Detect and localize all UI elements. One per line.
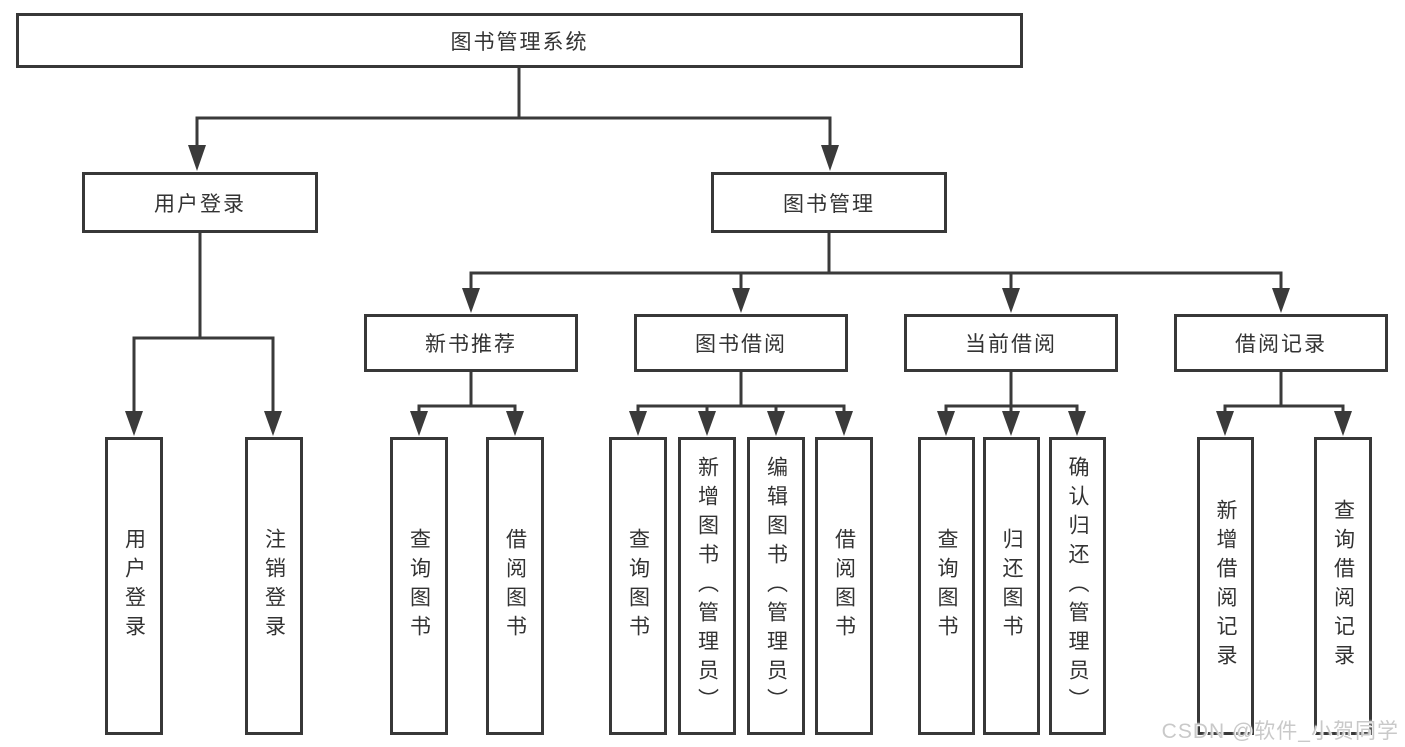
node-book-mgmt: 图书管理 — [711, 172, 947, 233]
leaf-book-borrow-edit-admin: 编辑图书（管理员） — [747, 437, 805, 735]
connectors-borrow-record-to-leaves — [1216, 370, 1352, 436]
node-current-borrow: 当前借阅 — [904, 314, 1118, 372]
node-book-borrow: 图书借阅 — [634, 314, 848, 372]
node-borrow-record: 借阅记录 — [1174, 314, 1388, 372]
node-new-book-rec: 新书推荐 — [364, 314, 578, 372]
connectors-user-login-to-leaves — [125, 231, 282, 436]
connectors-book-borrow-to-leaves — [629, 370, 853, 436]
leaf-current-borrow-query: 查询图书 — [918, 437, 975, 735]
connectors-new-book-rec-to-leaves — [410, 370, 524, 436]
leaf-new-book-rec-query: 查询图书 — [390, 437, 448, 735]
leaf-book-borrow-add-admin: 新增图书（管理员） — [678, 437, 736, 735]
leaf-current-borrow-confirm-admin: 确认归还（管理员） — [1049, 437, 1106, 735]
leaf-new-book-rec-borrow: 借阅图书 — [486, 437, 544, 735]
leaf-book-borrow-borrow: 借阅图书 — [815, 437, 873, 735]
leaf-user-login-logout: 注销登录 — [245, 437, 303, 735]
connectors-current-borrow-to-leaves — [937, 370, 1086, 436]
leaf-borrow-record-query: 查询借阅记录 — [1314, 437, 1372, 735]
node-user-login: 用户登录 — [82, 172, 318, 233]
connectors-root-to-level1 — [188, 66, 839, 171]
leaf-book-borrow-query: 查询图书 — [609, 437, 667, 735]
node-root-title: 图书管理系统 — [16, 13, 1023, 68]
connectors-book-mgmt-to-level2 — [462, 231, 1290, 313]
leaf-borrow-record-add: 新增借阅记录 — [1197, 437, 1254, 735]
csdn-watermark: CSDN @软件_小贺同学 — [1161, 720, 1399, 743]
leaf-current-borrow-return: 归还图书 — [983, 437, 1040, 735]
leaf-user-login-login: 用户登录 — [105, 437, 163, 735]
